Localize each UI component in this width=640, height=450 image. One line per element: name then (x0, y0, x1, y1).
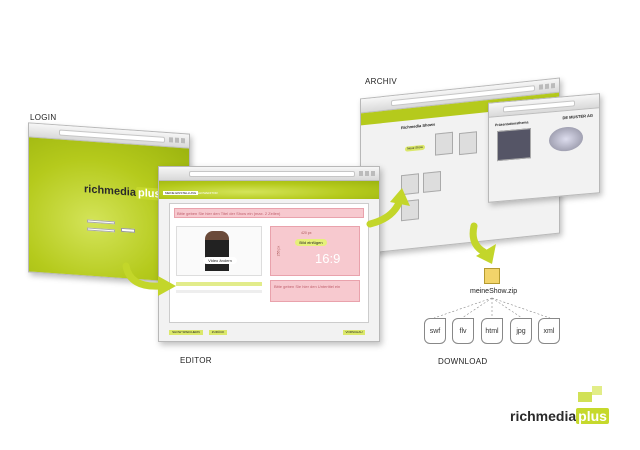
insert-image-button[interactable]: Bild einfügen (295, 239, 327, 246)
logo-square-1 (578, 392, 592, 402)
editor-window: MEINE EINSTELLUNG SHOWEDITOR Bitte geben… (158, 166, 380, 342)
timeline-row[interactable] (176, 290, 262, 293)
file-flv-icon: flv (452, 318, 474, 344)
arrow-archiv-to-download (469, 222, 496, 264)
archiv-new-show-button[interactable]: Neue Show (405, 144, 425, 152)
logo-square-2 (592, 386, 602, 395)
archiv-thumb-1[interactable] (435, 131, 453, 156)
login-password-field[interactable] (87, 227, 115, 233)
archiv-heading: Richmedia Shows (401, 121, 436, 131)
archiv-thumb-4[interactable] (423, 170, 441, 193)
editor-window-chrome (159, 167, 379, 181)
archiv-thumb-2[interactable] (459, 131, 477, 156)
archiv-popup-title: Präsentationsthema (495, 120, 529, 128)
tab-showeditor[interactable]: SHOWEDITOR (197, 191, 218, 195)
image-dim-top: 420 px (301, 231, 312, 235)
preview-button[interactable]: VORSCHAU (343, 330, 365, 335)
arrow-editor-to-archiv (366, 188, 410, 228)
save-show-button[interactable]: SHOW SPEICHERN (169, 330, 203, 335)
file-swf-icon: swf (424, 318, 446, 344)
brand-logo-plus: plus (576, 408, 609, 424)
presenter-video (205, 231, 229, 271)
timeline-bar[interactable] (176, 282, 262, 286)
archiv-popup-video[interactable] (497, 128, 531, 162)
aspect-ratio-label: 16:9 (315, 251, 341, 266)
login-button[interactable] (121, 227, 135, 233)
file-html-icon: html (481, 318, 503, 344)
login-username-field[interactable] (87, 219, 115, 225)
label-login: LOGIN (30, 113, 57, 122)
label-editor: EDITOR (180, 356, 212, 365)
editor-canvas: Bitte geben Sie hier den Titel der Show … (169, 203, 369, 323)
video-panel: Video ändern (176, 226, 262, 276)
file-jpg-icon: jpg (510, 318, 532, 344)
download-connectors (433, 297, 551, 319)
label-download: DOWNLOAD (438, 357, 488, 366)
tab-settings[interactable]: MEINE EINSTELLUNG (163, 191, 199, 195)
image-dim-side: 256 px (276, 245, 281, 257)
editor-header: MEINE EINSTELLUNG SHOWEDITOR (159, 181, 379, 199)
change-video-button[interactable]: Video ändern (203, 257, 237, 264)
login-logo-text: richmedia (84, 183, 136, 199)
archiv-popup-brand: DE MUSTER AG (562, 112, 593, 121)
zip-filename: meineShow.zip (470, 288, 518, 295)
zip-folder-icon[interactable] (484, 268, 500, 284)
arrow-login-to-editor (122, 262, 176, 296)
archiv-popup-window: Präsentationsthema DE MUSTER AG (488, 93, 600, 203)
label-archiv: ARCHIV (365, 77, 398, 86)
image-slot[interactable]: 420 px 256 px Bild einfügen 16:9 (270, 226, 360, 276)
subtitle-input[interactable]: Bitte geben Sie hier den Untertitel ein (270, 280, 360, 302)
brand-logo-text: richmedia (510, 408, 577, 424)
pie-chart-icon (549, 125, 583, 153)
file-xml-icon: xml (538, 318, 560, 344)
back-button[interactable]: ZURÜCK (209, 330, 227, 335)
title-input[interactable]: Bitte geben Sie hier den Titel der Show … (174, 208, 364, 218)
